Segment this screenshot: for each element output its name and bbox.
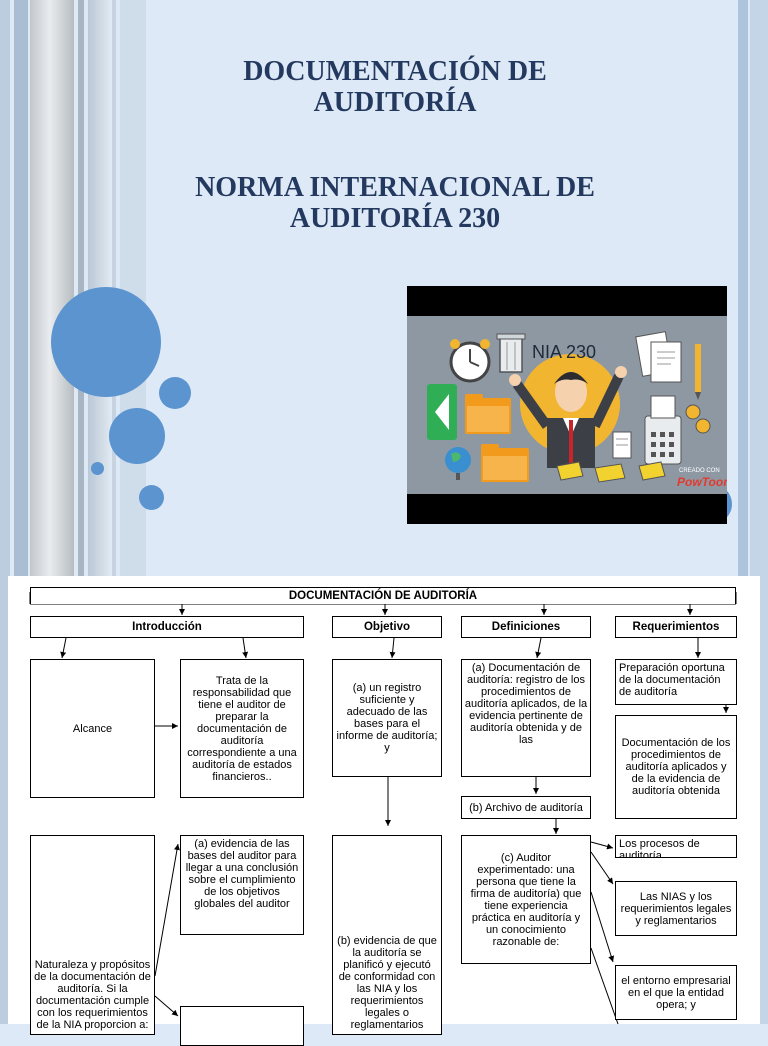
def-c-text: (c) Auditor experimentado: una persona q… <box>470 851 582 948</box>
objetivo-a-text: (a) un registro suficiente y adecuado de… <box>336 682 438 754</box>
def-c-box: (c) Auditor experimentado: una persona q… <box>461 835 591 964</box>
decorative-circle-tiny <box>91 462 104 475</box>
decorative-circle-small <box>159 377 191 409</box>
folder-icon <box>465 394 511 434</box>
diagram-title-text: DOCUMENTACIÓN DE AUDITORÍA <box>288 590 478 602</box>
alcance-description: Trata de la responsabilidad que tiene el… <box>187 674 297 783</box>
decorative-circle-medium <box>109 408 165 464</box>
alcance-box: Alcance <box>30 659 155 798</box>
objetivo-b-box: (b) evidencia de que la auditoría se pla… <box>332 835 442 1035</box>
req-2-text: Documentación de los procedimientos de a… <box>621 737 731 797</box>
person-illustration-icon <box>509 366 627 468</box>
req-3-box: Los procesos de auditoría <box>615 835 737 858</box>
fax-machine-icon <box>644 395 682 465</box>
brand-small-label: CREADO CON <box>679 468 720 474</box>
trash-can-icon <box>496 333 526 373</box>
req-4-text: Las NIAS y los requerimientos legales y … <box>620 890 732 927</box>
title-line-2: AUDITORÍA <box>313 87 477 118</box>
coins-icon <box>685 404 711 434</box>
req-5-text: el entorno empresarial en el que la enti… <box>621 974 731 1011</box>
header-introduccion-label: Introducción <box>132 621 202 633</box>
req-2-box: Documentación de los procedimientos de a… <box>615 715 737 819</box>
req-1-box: Preparación oportuna de la documentación… <box>615 659 737 705</box>
header-introduccion: Introducción <box>30 616 304 638</box>
video-illustration: NIA 230 <box>407 286 727 524</box>
receipt-icon <box>612 431 632 459</box>
page-title: DOCUMENTACIÓN DE AUDITORÍA <box>150 56 640 118</box>
brand-label: PowToon <box>677 475 727 489</box>
naturaleza-text: Naturaleza y propósitos de la documentac… <box>34 959 151 1031</box>
req-3-text: Los procesos de auditoría <box>619 838 700 858</box>
decorative-circle-large <box>51 287 161 397</box>
header-requerimientos-label: Requerimientos <box>632 621 720 633</box>
decorative-circle-small-2 <box>139 485 164 510</box>
video-thumbnail[interactable]: NIA 230 <box>407 286 727 524</box>
req-4-box: Las NIAS y los requerimientos legales y … <box>615 881 737 936</box>
documents-icon <box>635 331 682 383</box>
concept-map: DOCUMENTACIÓN DE AUDITORÍA Introducción … <box>8 576 760 1046</box>
header-objetivo-label: Objetivo <box>363 621 410 633</box>
alcance-description-box: Trata de la responsabilidad que tiene el… <box>180 659 304 798</box>
page-subtitle: NORMA INTERNACIONAL DE AUDITORÍA 230 <box>150 172 640 234</box>
header-definiciones: Definiciones <box>461 616 591 638</box>
header-definiciones-label: Definiciones <box>491 621 561 633</box>
subtitle-line-1: NORMA INTERNACIONAL DE <box>195 172 595 203</box>
def-b-box: (b) Archivo de auditoría <box>461 796 591 819</box>
evidencia-b-box <box>180 1006 304 1046</box>
subtitle-line-2: AUDITORÍA 230 <box>289 203 501 234</box>
objetivo-a-box: (a) un registro suficiente y adecuado de… <box>332 659 442 777</box>
alcance-label: Alcance <box>72 722 113 735</box>
header-objetivo: Objetivo <box>332 616 442 638</box>
title-line-1: DOCUMENTACIÓN DE <box>243 56 547 87</box>
globe-icon <box>445 447 471 480</box>
evidencia-a-box: (a) evidencia de las bases del auditor p… <box>180 835 304 935</box>
def-a-text: (a) Documentación de auditoría: registro… <box>464 662 588 746</box>
evidencia-a-text: (a) evidencia de las bases del auditor p… <box>185 838 299 910</box>
naturaleza-box: Naturaleza y propósitos de la documentac… <box>30 835 155 1035</box>
diagram-title: DOCUMENTACIÓN DE AUDITORÍA <box>30 587 736 604</box>
connector-lines <box>29 592 737 1024</box>
req-1-text: Preparación oportuna de la documentación… <box>619 662 725 698</box>
video-label: NIA 230 <box>532 342 596 362</box>
req-5-box: el entorno empresarial en el que la enti… <box>615 965 737 1020</box>
def-b-text: (b) Archivo de auditoría <box>469 801 583 814</box>
objetivo-b-text: (b) evidencia de que la auditoría se pla… <box>337 935 437 1031</box>
header-requerimientos: Requerimientos <box>615 616 737 638</box>
clock-icon <box>449 339 491 383</box>
folder-icon-2 <box>481 444 529 482</box>
money-stack-icon <box>556 461 666 483</box>
pencil-icon <box>695 344 701 400</box>
def-a-box: (a) Documentación de auditoría: registro… <box>461 659 591 777</box>
green-tab-icon <box>427 384 457 440</box>
